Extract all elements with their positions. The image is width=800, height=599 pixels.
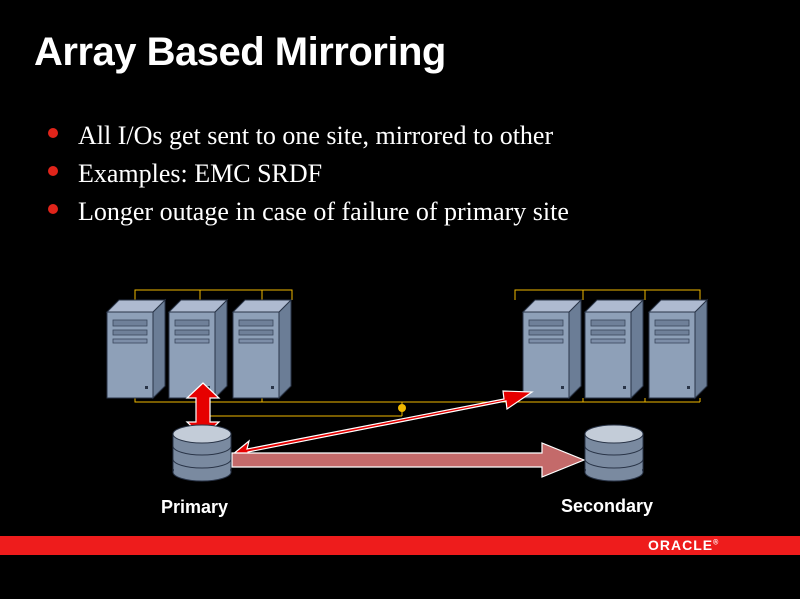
secondary-disk-icon	[584, 424, 644, 482]
mirror-arrow	[231, 442, 586, 478]
oracle-logo: ORACLE®	[648, 537, 719, 553]
footer-bar	[0, 536, 800, 555]
server-icon	[168, 299, 228, 399]
server-icon	[232, 299, 292, 399]
server-icon	[584, 299, 644, 399]
slide-title: Array Based Mirroring	[34, 30, 446, 74]
bullet-item: All I/Os get sent to one site, mirrored …	[48, 118, 569, 156]
server-icon	[648, 299, 708, 399]
server-icon	[522, 299, 582, 399]
bullet-item: Longer outage in case of failure of prim…	[48, 194, 569, 232]
bullet-list: All I/Os get sent to one site, mirrored …	[48, 118, 569, 232]
primary-disk-icon	[172, 424, 232, 482]
cross-site-arrow	[230, 390, 534, 461]
bullet-dot-icon	[48, 166, 58, 176]
network-junction-icon	[398, 404, 406, 412]
secondary-server-group	[522, 299, 708, 399]
primary-server-group	[106, 299, 292, 399]
bullet-dot-icon	[48, 204, 58, 214]
bullet-dot-icon	[48, 128, 58, 138]
server-icon	[106, 299, 166, 399]
primary-label: Primary	[161, 497, 229, 517]
bullet-item: Examples: EMC SRDF	[48, 156, 569, 194]
secondary-label: Secondary	[561, 496, 654, 516]
